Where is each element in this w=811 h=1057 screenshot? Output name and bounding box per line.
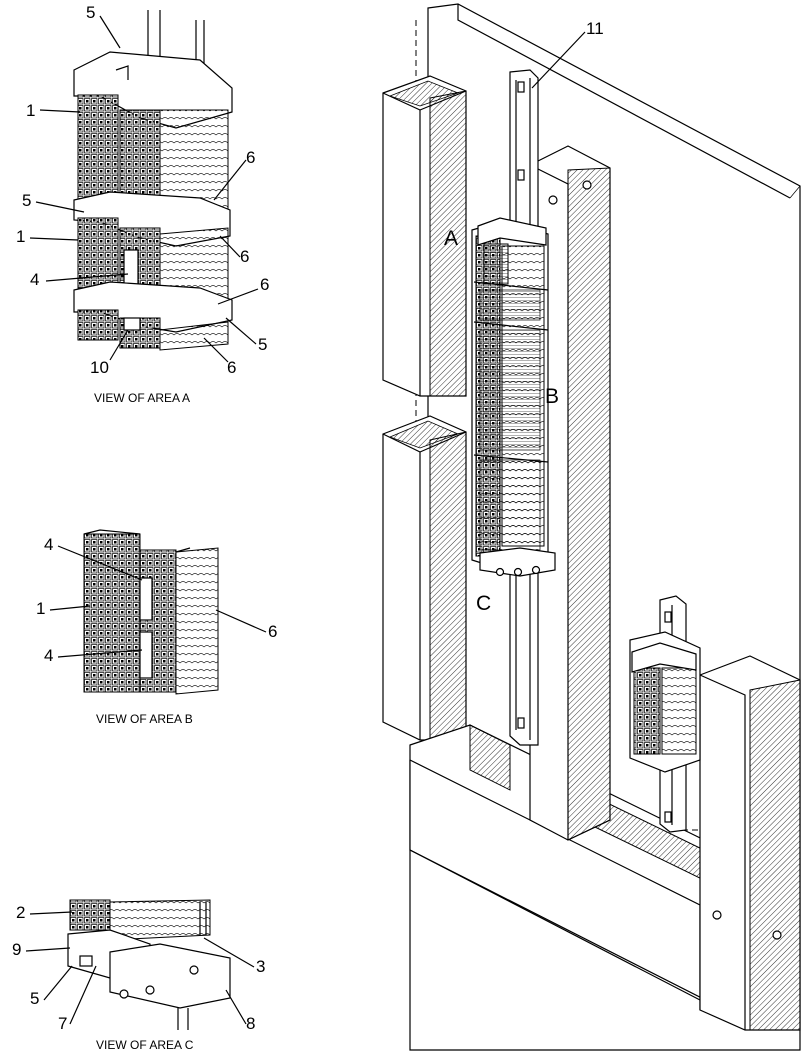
callout-a-6-mid: 6	[240, 247, 249, 266]
callout-a-5-top: 5	[86, 3, 95, 22]
callout-c-2: 2	[16, 903, 25, 922]
callout-a-4: 4	[30, 270, 39, 289]
wire-duct-right	[699, 655, 801, 1031]
callout-a-1-top: 1	[26, 101, 35, 120]
view-b-callouts: 4 1 6 4	[36, 535, 277, 665]
wire-duct-center	[529, 145, 611, 841]
callout-a-6-bottom: 6	[227, 358, 236, 377]
leader-11	[531, 31, 586, 89]
view-b-drawing	[83, 529, 219, 695]
callout-a-5-low: 5	[258, 335, 267, 354]
view-c-caption: VIEW OF AREA C	[96, 1038, 194, 1052]
view-a-drawing	[73, 10, 233, 351]
callout-c-8: 8	[246, 1014, 255, 1033]
view-a-callouts: 5 1 6 5 1 6 4 6 5 10 6	[16, 3, 269, 377]
callout-b-1: 1	[36, 599, 45, 618]
wire-duct-upper-left	[382, 75, 467, 397]
callout-a-1-mid: 1	[16, 227, 25, 246]
main-panel	[382, 3, 801, 1051]
area-a-label: A	[444, 227, 458, 250]
callout-a-10: 10	[90, 358, 109, 377]
callout-b-6: 6	[268, 622, 277, 641]
view-b-caption: VIEW OF AREA B	[96, 712, 193, 726]
view-c-callouts: 2 9 3 5 7 8	[12, 903, 265, 1033]
callout-a-6-top: 6	[246, 148, 255, 167]
view-c-drawing	[67, 899, 231, 1030]
callout-c-9: 9	[12, 940, 21, 959]
callout-c-5: 5	[30, 989, 39, 1008]
terminal-block-stack	[471, 217, 556, 577]
callout-a-6-low: 6	[260, 275, 269, 294]
wire-duct-lower-left	[382, 415, 467, 741]
callout-a-5-mid: 5	[22, 191, 31, 210]
area-b-label: B	[545, 385, 559, 408]
area-c-label: C	[476, 592, 491, 615]
callout-11: 11	[586, 19, 604, 38]
callout-c-7: 7	[58, 1014, 67, 1033]
callout-b-4-bottom: 4	[44, 646, 53, 665]
callout-b-4-top: 4	[44, 535, 53, 554]
terminal-block-small	[629, 595, 701, 833]
view-a-caption: VIEW OF AREA A	[94, 391, 190, 405]
callout-c-3: 3	[256, 957, 265, 976]
